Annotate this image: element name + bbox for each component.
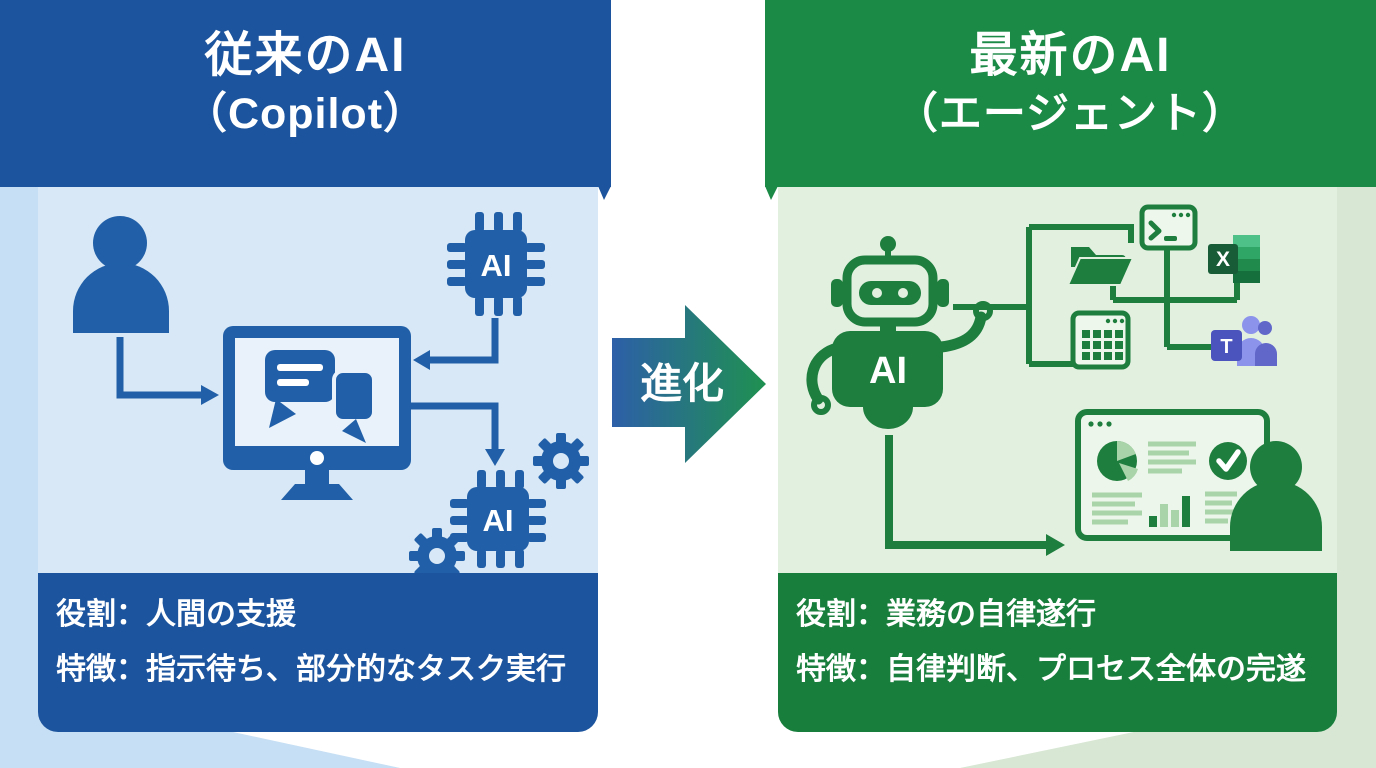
ai-chip-gears-icon: AI (409, 433, 589, 584)
teams-letter: T (1220, 336, 1232, 358)
ai-chip-label: AI (483, 503, 514, 538)
text-lines (1092, 492, 1142, 525)
flow-arrow-user-to-monitor (116, 337, 219, 405)
right-title-line2: （エージェント） (894, 90, 1247, 138)
right-footer: 役割：業務の自律遂行 特徴：自律判断、プロセス全体の完遂 (778, 573, 1337, 732)
monitor-button (310, 451, 324, 465)
folder-icon (1066, 247, 1135, 286)
right-header-fold (765, 186, 778, 200)
left-header: 従来のAI （Copilot） (0, 0, 611, 187)
bar-chart-icon (1149, 496, 1190, 527)
connector-lines (953, 224, 1240, 367)
arrow-shape (612, 305, 766, 463)
evolution-label: 進化 (640, 360, 724, 407)
ai-chip-label: AI (481, 248, 512, 283)
evolution-arrow: 進化 (612, 305, 766, 463)
teams-icon: T (1211, 316, 1277, 366)
chat-bubbles-icon (265, 350, 376, 443)
left-feature-text: 特徴：指示待ち、部分的なタスク実行 (56, 653, 566, 686)
gear-icon (533, 433, 589, 489)
text-lines (1205, 491, 1237, 524)
right-header: 最新のAI （エージェント） (765, 0, 1376, 187)
dashboard-icon (1075, 409, 1322, 551)
flow-arrow-robot-to-dashboard (885, 435, 1065, 556)
flow-arrow-monitor-to-chip (411, 402, 505, 466)
left-panel: AI AI (38, 187, 598, 584)
robot-icon: AI (806, 236, 993, 429)
right-feature-text: 特徴：自律判断、プロセス全体の完遂 (796, 653, 1306, 686)
pie-chart-icon (1097, 440, 1138, 481)
user-icon (73, 216, 169, 333)
monitor-stand (281, 484, 353, 500)
left-title-line2: （Copilot） (183, 90, 428, 138)
excel-icon: X (1208, 235, 1260, 283)
left-role-text: 役割：人間の支援 (56, 598, 296, 631)
flow-arrow-chip-to-monitor (413, 318, 499, 370)
check-icon (1209, 442, 1247, 480)
monitor-chat-icon (223, 326, 411, 500)
text-lines (1148, 441, 1196, 474)
user-icon (1230, 441, 1322, 551)
calendar-grid-icon (1070, 310, 1131, 370)
left-footer: 役割：人間の支援 特徴：指示待ち、部分的なタスク実行 (38, 573, 598, 732)
ai-chip-icon: AI (447, 212, 545, 316)
left-title-line1: 従来のAI (204, 29, 407, 82)
right-role-text: 役割：業務の自律遂行 (796, 598, 1096, 631)
excel-letter: X (1216, 248, 1230, 271)
left-header-fold (598, 186, 611, 200)
robot-chest-label: AI (869, 350, 907, 392)
right-title-line1: 最新のAI (969, 29, 1172, 82)
terminal-icon (1139, 204, 1198, 251)
right-panel: AI (778, 187, 1337, 573)
robot-face (859, 281, 921, 305)
